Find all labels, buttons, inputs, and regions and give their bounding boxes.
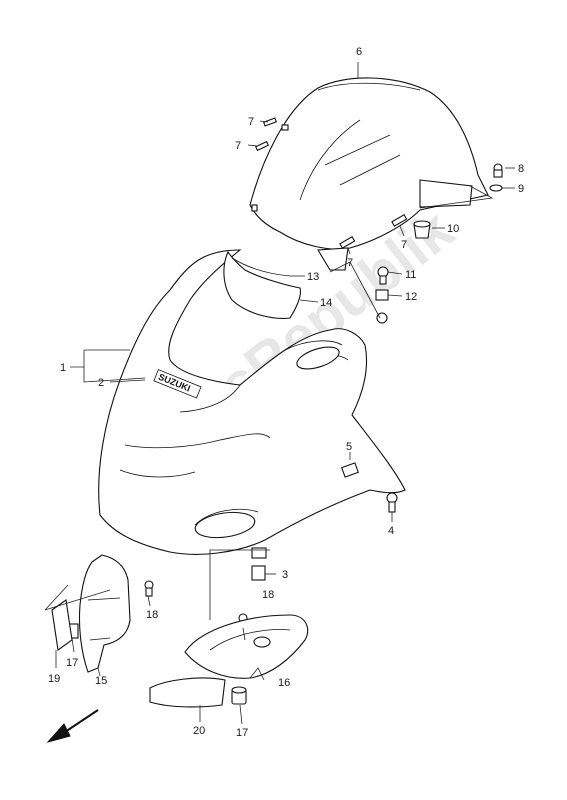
callout-8: 8 xyxy=(518,163,524,175)
callout-4: 4 xyxy=(388,525,394,537)
side-duct[interactable] xyxy=(78,554,131,673)
upper-cowl[interactable]: SUZUKI xyxy=(98,249,406,559)
mesh-screen-left[interactable] xyxy=(51,599,73,651)
cowl-duct xyxy=(296,346,340,370)
screen-lower-tab xyxy=(317,247,349,271)
screw-4[interactable] xyxy=(386,492,398,513)
leader-lines xyxy=(44,62,515,725)
fastener-7c[interactable] xyxy=(391,214,408,227)
callout-20: 20 xyxy=(193,725,205,737)
callout-10: 10 xyxy=(447,223,459,235)
cowl-lower-vent xyxy=(194,511,256,539)
screw-8[interactable] xyxy=(493,163,503,178)
callout-13: 13 xyxy=(307,271,319,283)
callout-19: 19 xyxy=(48,673,60,685)
callout-7b: 7 xyxy=(235,140,241,152)
callout-3: 3 xyxy=(282,569,288,581)
callout-6: 6 xyxy=(356,46,362,58)
screw-18a[interactable] xyxy=(144,580,154,597)
callout-2: 2 xyxy=(98,377,104,389)
nut-5[interactable] xyxy=(341,462,359,478)
callout-16: 16 xyxy=(278,677,290,689)
washer-9[interactable] xyxy=(489,184,503,192)
callout-12: 12 xyxy=(405,291,417,303)
callout-11: 11 xyxy=(405,269,416,281)
callout-7c: 7 xyxy=(401,239,407,251)
screen-tab xyxy=(419,179,473,208)
seal-strip[interactable] xyxy=(231,257,291,277)
callout-7a: 7 xyxy=(248,116,254,128)
callout-15: 15 xyxy=(95,675,107,687)
callout-1: 1 xyxy=(60,362,66,374)
callout-labels: 6 7 7 8 9 10 7 7 11 12 13 14 1 2 5 4 3 1… xyxy=(48,46,524,739)
screw-11[interactable] xyxy=(377,266,389,285)
lower-inner-panel[interactable] xyxy=(184,614,309,679)
inner-panel[interactable] xyxy=(223,250,302,319)
windscreen[interactable] xyxy=(249,77,489,271)
callout-18a: 18 xyxy=(146,609,158,621)
callout-17b: 17 xyxy=(236,727,248,739)
fastener-7d[interactable] xyxy=(339,236,356,249)
grommet-10[interactable] xyxy=(413,220,431,239)
screen-nut-b xyxy=(251,204,258,212)
callout-14: 14 xyxy=(320,297,332,309)
screen-nut-a xyxy=(281,124,289,131)
fastener-7a[interactable] xyxy=(262,117,278,127)
callout-7d: 7 xyxy=(347,257,353,269)
callout-5: 5 xyxy=(346,441,352,453)
front-direction-arrow-icon xyxy=(46,709,99,743)
callout-17a: 17 xyxy=(66,657,78,669)
callout-9: 9 xyxy=(518,183,524,195)
clip-3[interactable] xyxy=(251,565,266,581)
callout-18b: 18 xyxy=(262,589,274,601)
fastener-7b[interactable] xyxy=(254,140,270,152)
grommet-17b[interactable] xyxy=(231,686,247,705)
mesh-screen-lower[interactable] xyxy=(149,677,226,708)
cowl-tab xyxy=(251,547,267,559)
